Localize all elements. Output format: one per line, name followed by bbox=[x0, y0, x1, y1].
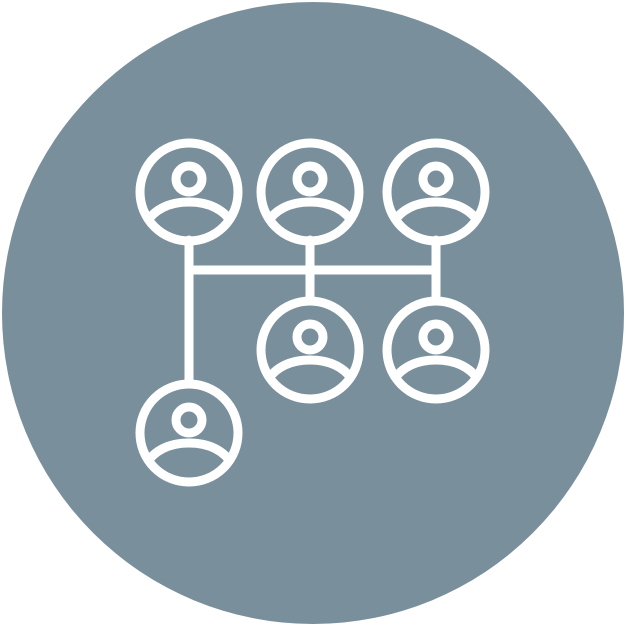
avatar-head bbox=[171, 161, 207, 197]
avatar-body bbox=[261, 355, 359, 387]
person-avatar-icon bbox=[256, 138, 364, 246]
person-avatar-icon bbox=[135, 379, 243, 487]
person-avatar-icon bbox=[382, 138, 490, 246]
avatar-ring bbox=[256, 296, 364, 404]
avatar-head bbox=[418, 161, 454, 197]
people-group bbox=[135, 138, 490, 487]
avatar-ring bbox=[382, 138, 490, 246]
avatar-head bbox=[292, 161, 328, 197]
avatar-body bbox=[140, 438, 238, 470]
avatar-body bbox=[261, 197, 359, 229]
avatar-head bbox=[418, 319, 454, 355]
avatar-ring bbox=[135, 138, 243, 246]
avatar-head bbox=[292, 319, 328, 355]
person-avatar-icon bbox=[382, 296, 490, 404]
connector-lines bbox=[184, 235, 441, 389]
avatar-ring bbox=[135, 379, 243, 487]
avatar-ring bbox=[256, 138, 364, 246]
avatar-body bbox=[387, 355, 485, 387]
avatar-ring bbox=[382, 296, 490, 404]
avatar-body bbox=[387, 197, 485, 229]
avatar-body bbox=[140, 197, 238, 229]
person-avatar-icon bbox=[135, 138, 243, 246]
avatar-head bbox=[171, 402, 207, 438]
person-avatar-icon bbox=[256, 296, 364, 404]
